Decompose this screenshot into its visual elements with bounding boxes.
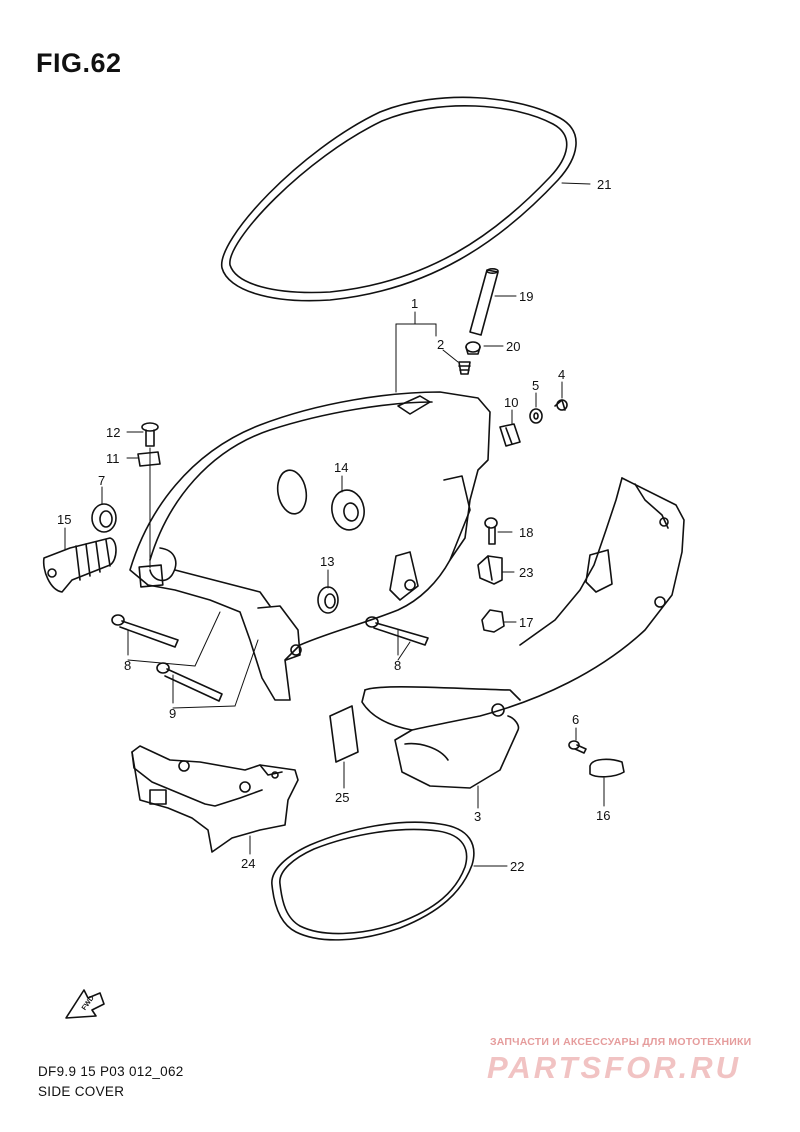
grommet-part-7 — [91, 503, 117, 533]
bolt-part-9 — [156, 662, 223, 702]
callout-9: 9 — [169, 706, 176, 721]
callout-1: 1 — [411, 296, 418, 311]
screw-part-12 — [141, 422, 159, 447]
callout-5: 5 — [532, 378, 539, 393]
side-cover-lower-part-3 — [361, 477, 685, 789]
figure-caption: SIDE COVER — [38, 1084, 125, 1099]
pipe-part-19 — [469, 267, 499, 336]
callout-25: 25 — [335, 790, 349, 805]
watermark-tagline: ЗАПЧАСТИ И АКСЕССУАРЫ ДЛЯ МОТОТЕХНИКИ — [490, 1036, 752, 1048]
side-cover-upper-part-1 — [129, 391, 491, 701]
callout-19: 19 — [519, 289, 533, 304]
seal-lower-part-22 — [271, 821, 475, 941]
callout-11: 11 — [106, 451, 120, 466]
bracket-part-24 — [131, 745, 299, 853]
callout-4: 4 — [558, 367, 565, 382]
callout-15: 15 — [57, 512, 71, 527]
callout-18: 18 — [519, 525, 533, 540]
strain-relief-part-15 — [42, 537, 117, 593]
watermark-logo: PARTSFOR.RU — [487, 1050, 742, 1085]
fig-title: FIG.62 — [36, 48, 122, 78]
callout-10: 10 — [504, 395, 518, 410]
washer-part-5 — [529, 408, 543, 424]
bolt-part-8-left — [111, 614, 179, 648]
callout-20: 20 — [506, 339, 520, 354]
bolt-part-4 — [554, 399, 568, 411]
callout-6: 6 — [572, 712, 579, 727]
callout-22: 22 — [510, 859, 524, 874]
callout-7: 7 — [98, 473, 105, 488]
callout-13: 13 — [320, 554, 334, 569]
screw-part-6 — [568, 740, 587, 754]
callout-21: 21 — [597, 177, 611, 192]
callout-17: 17 — [519, 615, 533, 630]
nut-part-11 — [137, 451, 161, 467]
seal-upper-part-21 — [221, 96, 577, 302]
bracket-part-23 — [477, 555, 503, 585]
callout-3: 3 — [474, 809, 481, 824]
callout-14: 14 — [334, 460, 348, 475]
model-code: DF9.9 15 P03 012_062 — [38, 1064, 184, 1079]
callout-23: 23 — [519, 565, 533, 580]
callout-8-left: 8 — [124, 658, 131, 673]
callout-24: 24 — [241, 856, 255, 871]
plug-part-16 — [589, 758, 625, 778]
callout-2: 2 — [437, 337, 444, 352]
clip-part-10 — [499, 423, 521, 447]
grommet-part-20 — [465, 341, 481, 355]
fwd-arrow-icon — [65, 989, 105, 1019]
grommet-part-13 — [317, 586, 339, 614]
screw-part-18 — [484, 517, 498, 545]
nipple-part-2 — [458, 361, 471, 375]
callout-16: 16 — [596, 808, 610, 823]
pad-part-25 — [329, 705, 359, 763]
callout-12: 12 — [106, 425, 120, 440]
grommet-part-14 — [331, 489, 365, 531]
callout-8-right: 8 — [394, 658, 401, 673]
bolt-part-8-right — [365, 616, 429, 646]
nut-part-17 — [481, 609, 505, 633]
